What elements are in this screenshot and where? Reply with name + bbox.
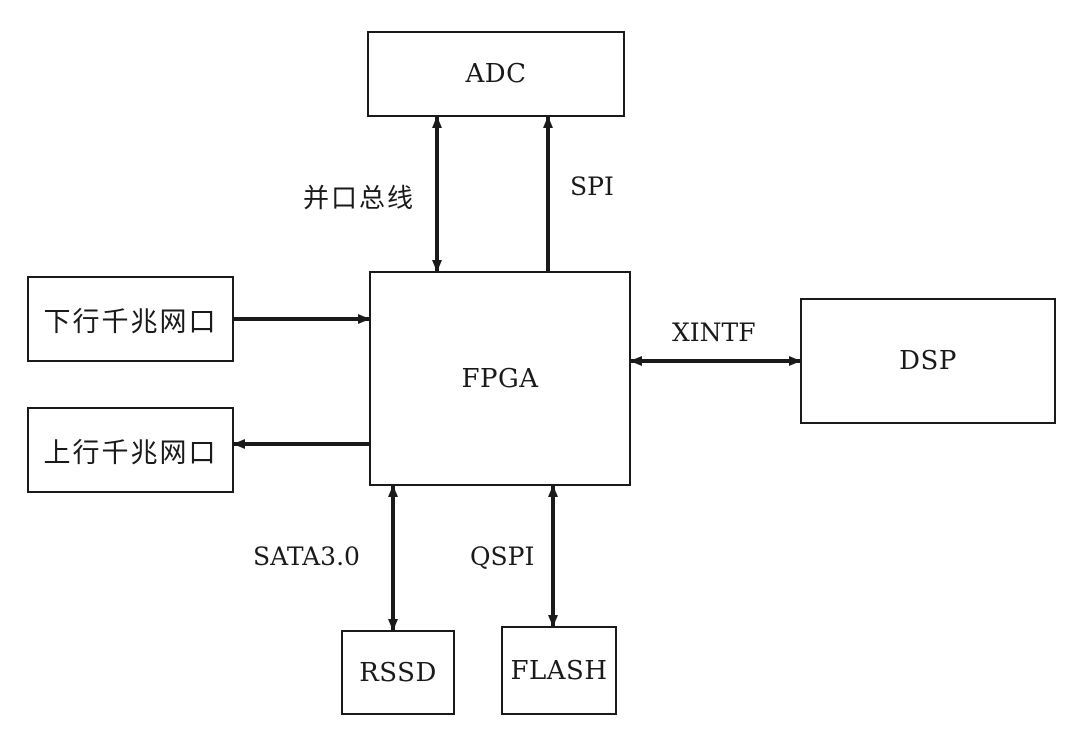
flash-block: FLASH [501, 626, 617, 715]
uplink-gigabit-port-block: 上行千兆网口 [27, 407, 234, 493]
fpga-block: FPGA [369, 271, 631, 486]
qspi-label: QSPI [470, 542, 535, 571]
dsp-label: DSP [899, 346, 957, 376]
downlink-label: 下行千兆网口 [43, 306, 218, 338]
xintf-label: XINTF [672, 318, 756, 347]
flash-label: FLASH [510, 655, 608, 686]
uplink-label: 上行千兆网口 [43, 437, 218, 469]
adc-block: ADC [367, 31, 625, 117]
parallel-bus-label: 并口总线 [303, 184, 416, 214]
spi-label: SPI [570, 172, 614, 201]
downlink-gigabit-port-block: 下行千兆网口 [27, 276, 234, 362]
fpga-label: FPGA [461, 363, 539, 394]
dsp-block: DSP [800, 298, 1056, 424]
rssd-label: RSSD [359, 657, 437, 688]
sata-label: SATA3.0 [253, 542, 360, 571]
rssd-block: RSSD [341, 630, 455, 715]
adc-label: ADC [465, 59, 527, 89]
